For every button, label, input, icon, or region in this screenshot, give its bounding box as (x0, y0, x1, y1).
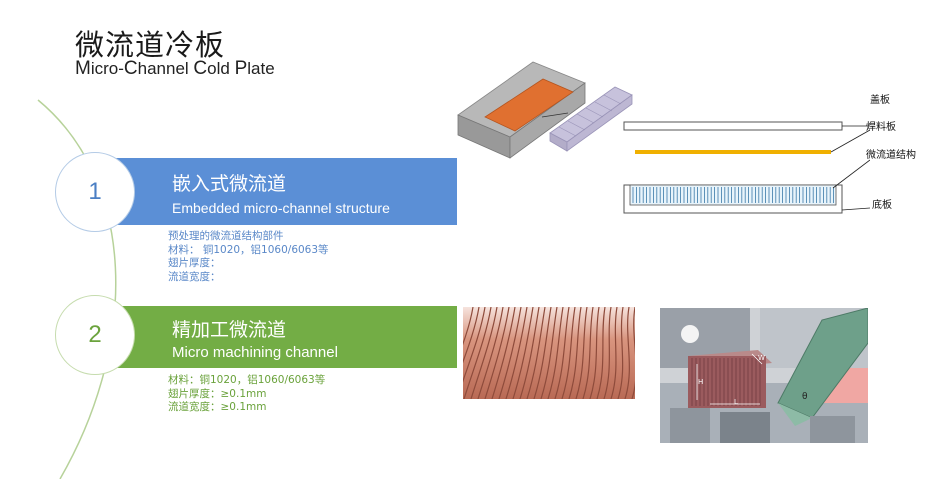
item-1-title-en: Embedded micro-channel structure (172, 200, 390, 216)
item-2-banner: 精加工微流道 Micro machining channel (112, 306, 457, 368)
length-mark: L (734, 398, 738, 406)
item-2-detail: 流道宽度：≥0.1mm (168, 401, 267, 413)
width-mark: W (758, 354, 765, 362)
item-1-banner: 嵌入式微流道 Embedded micro-channel structure (112, 158, 457, 225)
decorative-arc (37, 99, 117, 479)
page-title: 微流道冷板 (75, 28, 226, 62)
angle-mark: θ (802, 392, 808, 402)
item-2-detail: 材料：铜1020，铝1060/6063等 (168, 374, 326, 386)
cover-plate-label: 盖板 (870, 95, 890, 106)
item-1-detail: 材料： 铜1020，铝1060/6063等 (168, 243, 329, 256)
item-1-title-cn: 嵌入式微流道 (172, 173, 287, 195)
height-mark: H (698, 378, 704, 386)
item-1-details: 预处理的微流道结构部件 材料： 铜1020，铝1060/6063等 翅片厚度： … (168, 230, 329, 284)
item-2-details: 材料：铜1020，铝1060/6063等 翅片厚度：≥0.1mm 流道宽度：≥0… (168, 374, 325, 415)
item-1-detail: 流道宽度： (168, 270, 221, 283)
copper-fin-photo (463, 307, 635, 399)
page-subtitle: Micro-Channel Cold Plate (75, 58, 275, 79)
cold-plate-illustration (457, 61, 633, 159)
microchannel-structure-label: 微流道结构 (866, 150, 916, 161)
base-plate-label: 底板 (872, 200, 892, 211)
machining-illustration (660, 308, 868, 443)
layer-stack-diagram (623, 121, 870, 214)
item-2-title-en: Micro machining channel (172, 344, 338, 361)
solder-plate-label: 焊料板 (866, 122, 896, 133)
item-1-detail: 预处理的微流道结构部件 (168, 230, 284, 242)
item-1-detail: 翅片厚度： (168, 257, 221, 269)
item-2-detail: 翅片厚度：≥0.1mm (168, 387, 267, 400)
item-1-number: 1 (55, 152, 135, 232)
item-2-title-cn: 精加工微流道 (172, 319, 287, 341)
item-2-number: 2 (55, 295, 135, 375)
